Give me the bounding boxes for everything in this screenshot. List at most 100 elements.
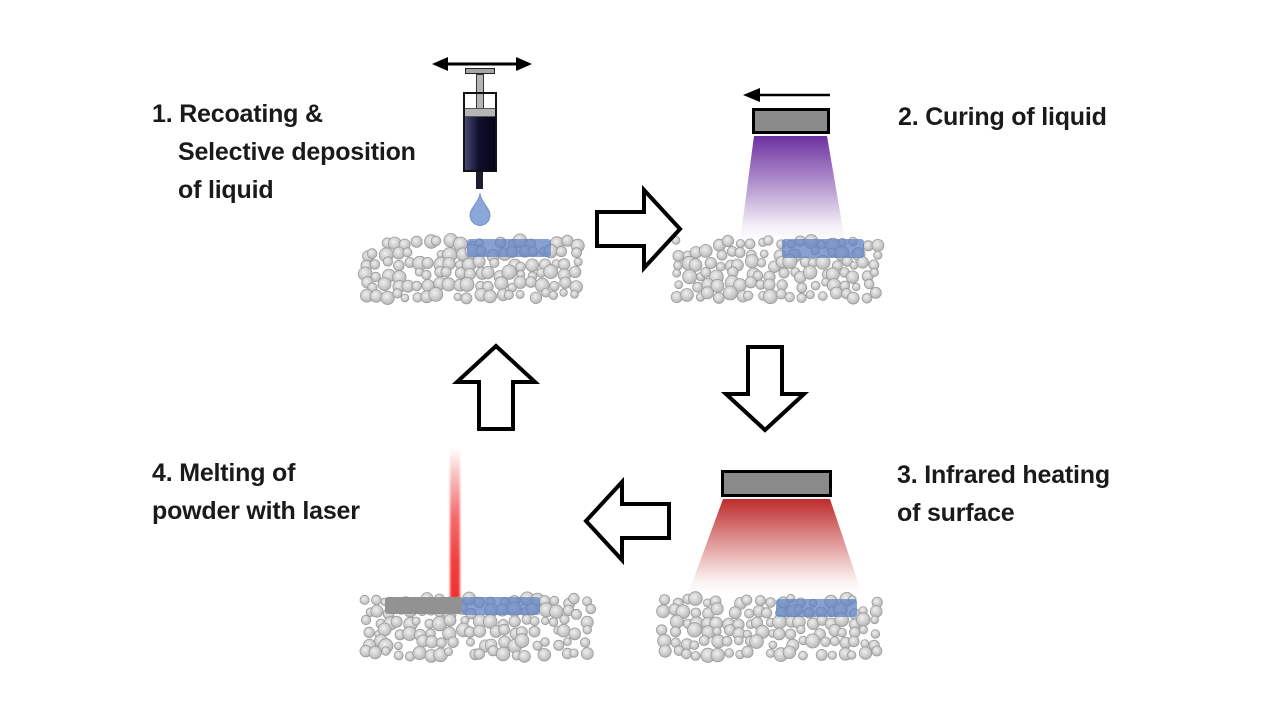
powder-particle xyxy=(859,646,873,660)
powder-particle xyxy=(741,645,754,659)
powder-particle xyxy=(472,254,486,268)
melted-region xyxy=(385,597,462,614)
powder-particle xyxy=(473,624,487,638)
powder-particle xyxy=(528,625,541,638)
syringe-plunger-seal xyxy=(465,108,495,117)
powder-particle xyxy=(585,603,597,615)
powder-particle xyxy=(870,268,879,277)
powder-particle xyxy=(762,289,778,305)
powder-particle xyxy=(473,648,485,660)
powder-particle xyxy=(863,278,875,290)
ir-light-cone-icon xyxy=(688,499,862,594)
powder-particle xyxy=(721,635,733,647)
powder-particle xyxy=(363,626,375,639)
powder-particle xyxy=(856,256,869,269)
powder-particle xyxy=(382,256,394,267)
step3-label: 3. Infrared heating of surface xyxy=(897,456,1110,532)
powder-particle xyxy=(686,622,703,638)
cycle-arrow-step1-to-step2 xyxy=(595,184,683,274)
powder-particle xyxy=(873,250,883,260)
powder-bed-step3 xyxy=(656,591,883,663)
powder-particle xyxy=(381,646,391,656)
step1-label: 1. Recoating & Selective deposition of l… xyxy=(152,95,416,209)
powder-particle xyxy=(869,286,882,299)
powder-particle xyxy=(571,247,583,259)
powder-particle xyxy=(829,286,843,300)
powder-particle xyxy=(548,617,559,627)
powder-particle xyxy=(768,640,778,650)
powder-particle xyxy=(430,235,442,247)
powder-particle xyxy=(513,275,527,289)
powder-particle xyxy=(540,616,550,626)
powder-particle xyxy=(805,633,821,649)
powder-particle xyxy=(712,292,725,304)
powder-particle xyxy=(782,645,797,660)
powder-particle xyxy=(763,278,776,291)
powder-particle xyxy=(735,239,746,249)
powder-particle xyxy=(582,625,593,635)
step4-label-line2: powder with laser xyxy=(152,497,360,525)
powder-particle xyxy=(555,245,567,258)
step4-label: 4. Melting of powder with laser xyxy=(152,454,360,530)
powder-particle xyxy=(466,637,475,647)
powder-particle xyxy=(802,265,818,280)
powder-particle xyxy=(393,259,405,272)
powder-particle xyxy=(529,291,543,305)
powder-particle xyxy=(847,650,857,660)
powder-particle xyxy=(672,268,682,278)
powder-particle xyxy=(570,289,579,299)
powder-particle xyxy=(659,594,671,606)
powder-particle xyxy=(688,258,703,272)
powder-particle xyxy=(763,235,774,246)
powder-particle xyxy=(392,288,403,299)
powder-particle xyxy=(453,292,462,302)
powder-particle xyxy=(745,254,760,269)
powder-particle xyxy=(743,290,754,301)
powder-particle xyxy=(529,616,540,627)
powder-particle xyxy=(810,280,821,291)
powder-particle xyxy=(568,627,582,641)
powder-particle xyxy=(425,635,439,649)
powder-particle xyxy=(553,639,565,651)
powder-particle xyxy=(400,293,410,303)
powder-bed-step1 xyxy=(357,233,585,305)
powder-particle xyxy=(580,647,594,660)
powder-particle xyxy=(722,285,738,301)
powder-particle xyxy=(744,238,756,250)
powder-particle xyxy=(820,636,831,648)
powder-particle xyxy=(692,281,704,293)
powder-particle xyxy=(377,277,392,291)
powder-particle xyxy=(559,614,570,625)
powder-particle xyxy=(410,235,423,248)
uv-light-cone-shape xyxy=(740,136,845,241)
step2-label-line1: 2. Curing of liquid xyxy=(898,103,1107,131)
powder-particle xyxy=(436,637,447,649)
cycle-arrow-step4-to-step1 xyxy=(451,343,541,431)
cycle-arrow-step3-to-step4 xyxy=(583,476,671,566)
syringe-needle xyxy=(476,170,483,189)
powder-particle xyxy=(682,269,698,285)
powder-particle xyxy=(772,627,786,641)
powder-particle xyxy=(441,277,456,292)
step3-label-line1: 3. Infrared heating xyxy=(897,461,1110,489)
powder-particle xyxy=(818,291,828,301)
powder-particle xyxy=(680,288,694,302)
powder-particle xyxy=(549,595,560,606)
powder-particle xyxy=(869,605,883,618)
powder-particle xyxy=(749,634,764,649)
powder-particle xyxy=(460,292,473,305)
powder-particle xyxy=(489,257,500,269)
powder-particle xyxy=(411,616,421,626)
powder-particle xyxy=(428,287,444,302)
powder-particle xyxy=(815,649,828,661)
powder-particle xyxy=(508,615,521,628)
powder-particle xyxy=(549,281,560,292)
powder-particle xyxy=(689,640,700,650)
powder-particle xyxy=(421,256,434,269)
powder-particle xyxy=(525,276,537,288)
powder-particle xyxy=(543,264,559,280)
powder-particle xyxy=(858,625,868,635)
powder-particle xyxy=(778,267,790,279)
cycle-arrow-shape xyxy=(583,476,671,566)
powder-particle xyxy=(851,282,861,292)
